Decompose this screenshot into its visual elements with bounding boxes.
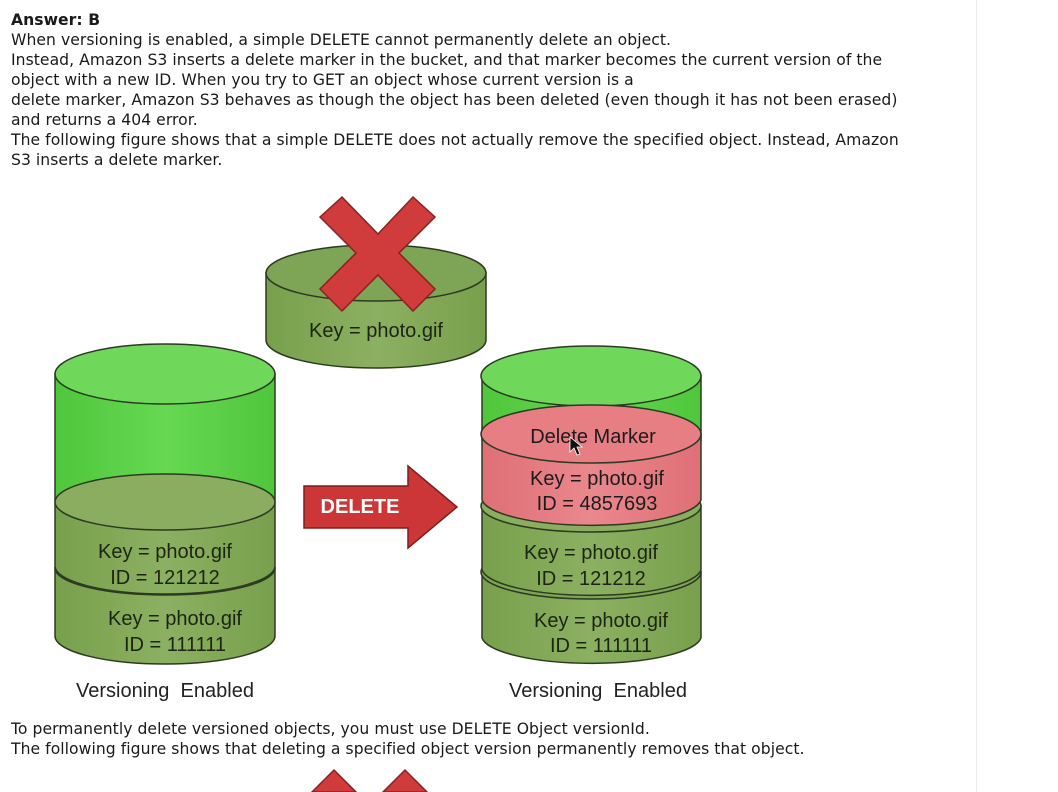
paragraph-line: To permanently delete versioned objects,… bbox=[11, 720, 650, 738]
left-object-1-key: Key = photo.gif bbox=[108, 608, 242, 630]
delete-arrow-icon: DELETE bbox=[303, 464, 459, 550]
paragraph-line: object with a new ID. When you try to GE… bbox=[11, 71, 634, 89]
permanent-delete-explanation: To permanently delete versioned objects,… bbox=[11, 719, 961, 759]
delete-marker-key: Key = photo.gif bbox=[530, 468, 664, 490]
delete-arrow-label: DELETE bbox=[321, 496, 400, 518]
x-mark-icon bbox=[318, 195, 437, 313]
right-bucket: Delete Marker Key = photo.gif ID = 48576… bbox=[480, 345, 702, 665]
left-object-1-id: ID = 111111 bbox=[124, 634, 226, 656]
paragraph-line: The following figure shows that a simple… bbox=[11, 131, 899, 149]
delete-marker-id: ID = 4857693 bbox=[537, 493, 658, 515]
right-object-2-id: ID = 121212 bbox=[536, 568, 646, 590]
paragraph-line: Instead, Amazon S3 inserts a delete mark… bbox=[11, 51, 883, 69]
right-bucket-caption: Versioning Enabled bbox=[509, 680, 687, 702]
answer-heading: Answer: B bbox=[11, 11, 101, 29]
deleted-object-key: Key = photo.gif bbox=[309, 320, 443, 342]
right-object-1-key: Key = photo.gif bbox=[534, 610, 668, 632]
answer-explanation: Answer: B When versioning is enabled, a … bbox=[11, 10, 961, 170]
paragraph-line: and returns a 404 error. bbox=[11, 111, 198, 129]
mouse-cursor-icon bbox=[569, 436, 584, 456]
paragraph-line: The following figure shows that deleting… bbox=[11, 740, 805, 758]
left-bucket: Key = photo.gif ID = 121212 Key = photo.… bbox=[54, 343, 276, 665]
left-object-2-id: ID = 121212 bbox=[110, 567, 220, 589]
paragraph-line: When versioning is enabled, a simple DEL… bbox=[11, 31, 672, 49]
left-bucket-caption: Versioning Enabled bbox=[76, 680, 254, 702]
paragraph-line: S3 inserts a delete marker. bbox=[11, 151, 223, 169]
page-edge-divider bbox=[976, 0, 977, 792]
delete-marker-label: Delete Marker bbox=[530, 426, 656, 448]
next-figure-x-mark-icon bbox=[310, 768, 429, 792]
paragraph-line: delete marker, Amazon S3 behaves as thou… bbox=[11, 91, 898, 109]
right-object-1-id: ID = 111111 bbox=[550, 635, 652, 657]
right-object-2-key: Key = photo.gif bbox=[524, 542, 658, 564]
left-object-2-key: Key = photo.gif bbox=[98, 541, 232, 563]
